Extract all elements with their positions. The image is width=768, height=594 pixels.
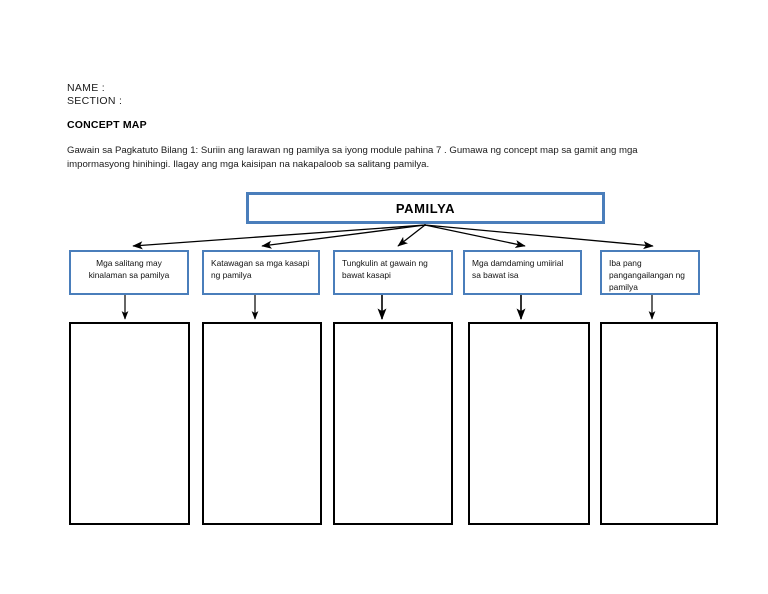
concept-branch-box-5: Iba pang pangangailangan ng pamilya: [600, 250, 700, 295]
concept-branch-label-5: Iba pang pangangailangan ng pamilya: [609, 258, 685, 292]
concept-branch-box-1: Mga salitang may kinalaman sa pamilya: [69, 250, 189, 295]
answer-box-5[interactable]: [600, 322, 718, 525]
concept-branch-label-2: Katawagan sa mga kasapi ng pamilya: [211, 258, 310, 280]
answer-box-1[interactable]: [69, 322, 190, 525]
connector-arrow-5: [648, 295, 656, 320]
answer-box-3[interactable]: [333, 322, 453, 525]
connector-arrow-4: [516, 295, 526, 320]
connector-arrow-1: [121, 295, 129, 320]
concept-branch-box-2: Katawagan sa mga kasapi ng pamilya: [202, 250, 320, 295]
concept-branch-label-3: Tungkulin at gawain ng bawat kasapi: [342, 258, 428, 280]
concept-branch-box-3: Tungkulin at gawain ng bawat kasapi: [333, 250, 453, 295]
name-field-label: NAME :: [67, 82, 105, 94]
instructions-paragraph: Gawain sa Pagkatuto Bilang 1: Suriin ang…: [67, 145, 638, 170]
concept-root-box: PAMILYA: [246, 192, 605, 224]
concept-root-label: PAMILYA: [395, 200, 456, 216]
connector-arrow-2: [251, 295, 259, 320]
connector-arrow-3: [377, 295, 387, 320]
concept-branch-label-1: Mga salitang may kinalaman sa pamilya: [88, 258, 170, 280]
concept-branch-label-4: Mga damdaming umiirial sa bawat isa: [472, 258, 564, 280]
answer-box-4[interactable]: [468, 322, 590, 525]
page-title: CONCEPT MAP: [67, 119, 147, 131]
concept-branch-box-4: Mga damdaming umiirial sa bawat isa: [463, 250, 582, 295]
section-field-label: SECTION :: [67, 95, 123, 107]
answer-box-2[interactable]: [202, 322, 322, 525]
